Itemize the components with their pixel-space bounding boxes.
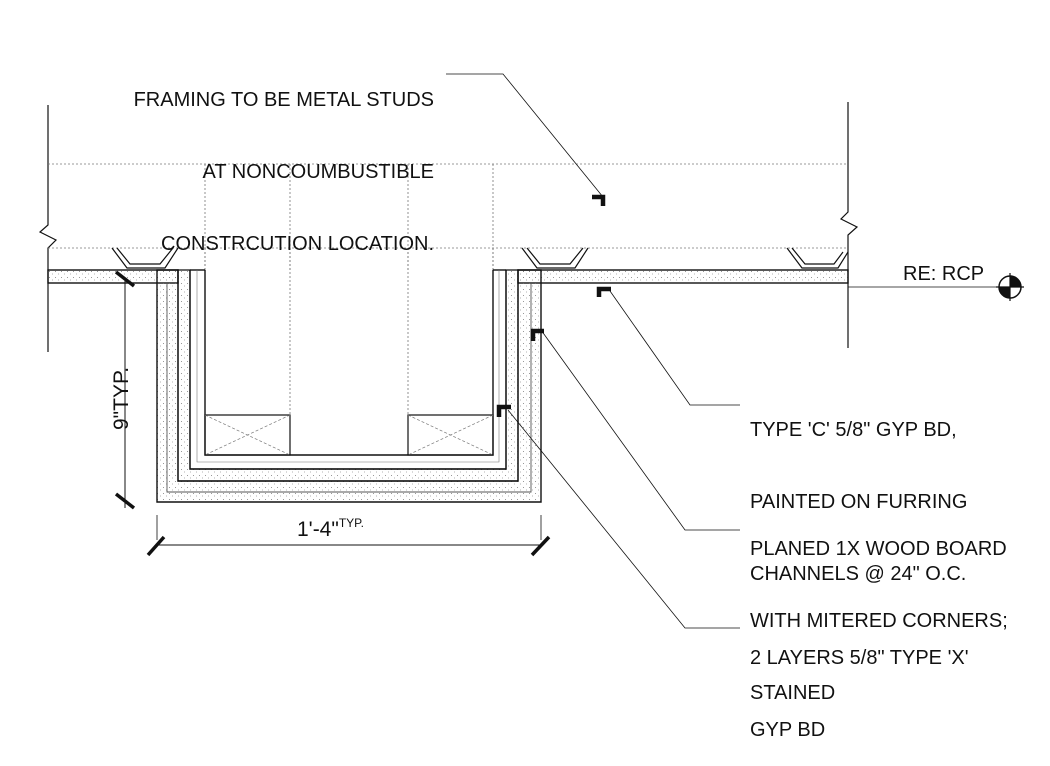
leader-gyp-c — [596, 286, 740, 406]
soffit-outer-gyp-layers — [156, 269, 542, 503]
width-dimension-line — [146, 515, 551, 557]
left-wall-break-line — [38, 105, 58, 352]
note-wood-board-line-2: WITH MITERED CORNERS; — [750, 610, 1008, 632]
wood-blocking-right — [407, 414, 494, 456]
right-wall-break-line — [839, 102, 859, 348]
note-gyp-x: 2 LAYERS 5/8" TYPE 'X' GYP BD — [750, 598, 1040, 766]
leader-gyp-x — [496, 404, 740, 629]
note-wood-board-line-1: PLANED 1X WOOD BOARD — [750, 538, 1007, 560]
height-dimension-line — [114, 270, 136, 510]
leader-wood-board — [530, 328, 740, 531]
rcp-target-symbol — [996, 273, 1024, 301]
note-gyp-c: TYPE 'C' 5/8" GYP BD, PAINTED ON FURRING… — [750, 370, 1040, 610]
note-gyp-c-line-1: TYPE 'C' 5/8" GYP BD, — [750, 419, 957, 441]
ceiling-gyp-board-right — [517, 269, 849, 284]
note-framing-line-1: FRAMING TO BE METAL STUDS — [133, 89, 434, 111]
structure-dashed-lines — [48, 163, 848, 415]
note-gyp-c-line-3: CHANNELS @ 24" O.C. — [750, 563, 967, 585]
soffit-inner-gyp-layer — [177, 269, 519, 482]
width-dimension-text: 1'-4"TYP. — [297, 516, 364, 541]
note-gyp-x-line-1: 2 LAYERS 5/8" TYPE 'X' — [750, 647, 969, 669]
note-gyp-x-line-2: GYP BD — [750, 719, 826, 741]
note-framing-line-3: CONSTRCUTION LOCATION. — [161, 233, 434, 255]
leader-framing — [446, 73, 606, 206]
rcp-reference-label: RE: RCP — [903, 263, 984, 285]
height-dimension-text: 9"TYP. — [110, 367, 133, 430]
note-gyp-c-line-2: PAINTED ON FURRING — [750, 491, 968, 513]
soffit-detail-drawing: 9"TYP. 1'-4"TYP. RE: RCP — [38, 73, 1024, 629]
note-framing: FRAMING TO BE METAL STUDS AT NONCOUMBUST… — [114, 40, 434, 280]
wood-board-trim — [189, 269, 507, 470]
note-framing-line-2: AT NONCOUMBUSTIBLE — [202, 161, 434, 183]
wood-blocking-left — [204, 414, 291, 456]
furring-channels — [111, 247, 849, 269]
